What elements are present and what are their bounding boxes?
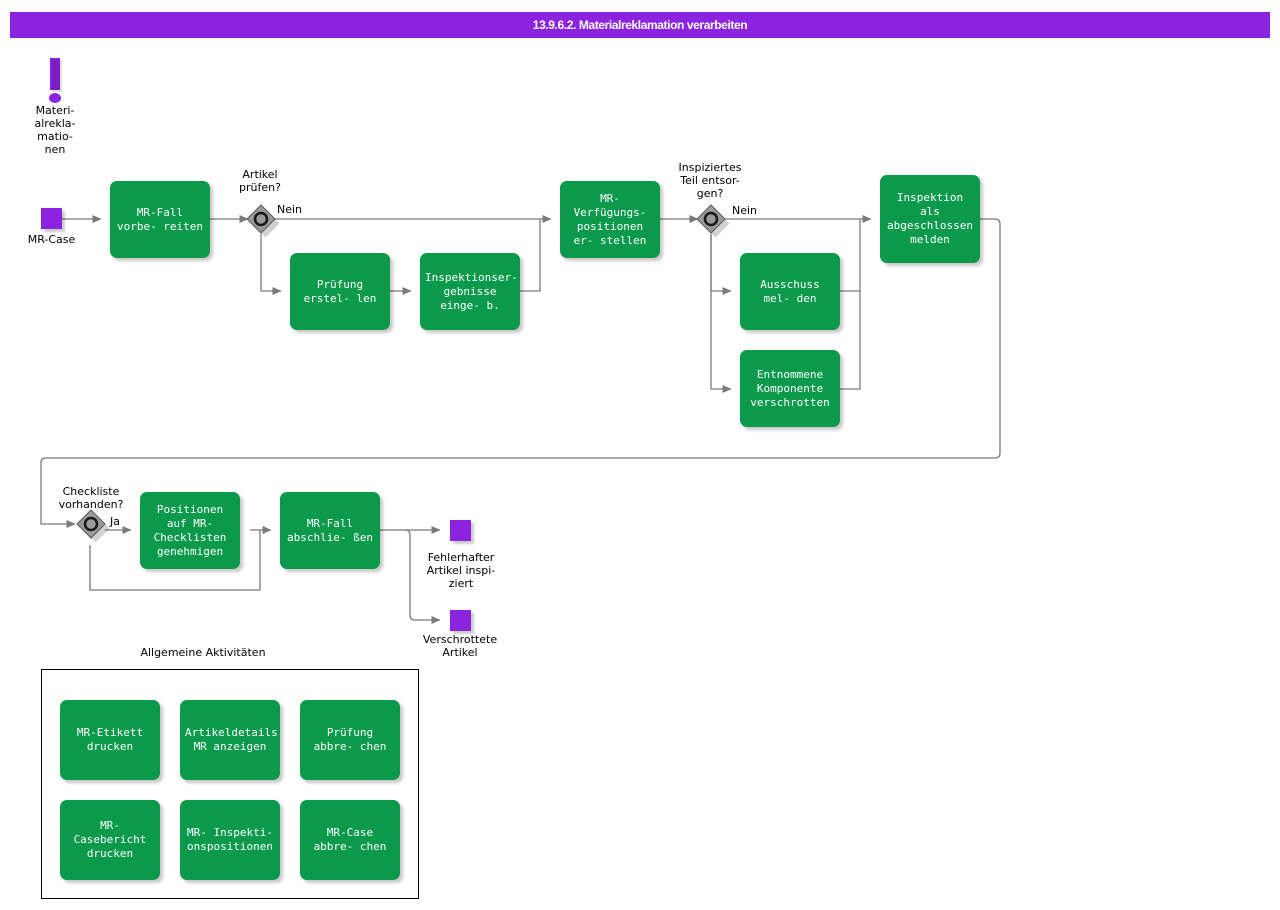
task-pruefung-abbrechen-label: Prüfung abbre- chen: [313, 726, 387, 753]
task-pruefung-abbrechen[interactable]: Prüfung abbre- chen: [300, 700, 400, 780]
data-object-verschrottete-artikel-label: Verschrottete Artikel: [422, 633, 498, 659]
task-mr-fall-vorbereiten-label: MR-Fall vorbe- reiten: [116, 205, 204, 233]
task-entnommene-komponente-verschrotten-label: Entnommene Komponente verschrotten: [750, 367, 830, 409]
gateway-checkliste-vorhanden-branch-label: Ja: [110, 515, 120, 528]
task-mr-fall-abschliessen[interactable]: MR-Fall abschlie- ßen: [280, 492, 380, 569]
task-inspektion-als-abgeschlossen-melden-label: Inspektion als abgeschlossen melden: [886, 191, 974, 246]
task-mr-fall-abschliessen-label: MR-Fall abschlie- ßen: [286, 516, 374, 544]
task-mr-case-abbrechen-label: MR-Case abbre- chen: [313, 826, 387, 853]
task-mr-casebericht-drucken-label: MR-Casebericht drucken: [73, 819, 147, 860]
group-box-allgemeine-aktivitaeten: [41, 669, 419, 899]
data-object-mr-case-label: MR-Case: [27, 233, 76, 246]
gateway-inspiziertes-teil-entsorgen-label: Inspiziertes Teil entsor- gen?: [678, 161, 742, 200]
start-event-label: Materi- alrekla- matio- nen: [34, 104, 76, 156]
page-title: 13.9.6.2. Materialreklamation verarbeite…: [10, 12, 1270, 38]
data-object-fehlerhafter-artikel-inspiziert-label: Fehlerhafter Artikel inspi- ziert: [426, 551, 496, 590]
gateway-artikel-pruefen[interactable]: [246, 204, 280, 238]
data-object-mr-case[interactable]: [41, 208, 62, 229]
task-mr-verfuegungspositionen-erstellen[interactable]: MR- Verfügungs- positionen er- stellen: [560, 181, 660, 258]
task-mr-inspektionspositionen[interactable]: MR- Inspekti- onspositionen: [180, 800, 280, 880]
task-inspektionsergebnisse-eingeben[interactable]: Inspektionser- gebnisse einge- b.: [420, 253, 520, 330]
gateway-artikel-pruefen-label: Artikel prüfen?: [239, 168, 281, 194]
gateway-checkliste-vorhanden-label: Checkliste vorhanden?: [58, 485, 124, 511]
task-inspektionsergebnisse-eingeben-label: Inspektionser- gebnisse einge- b.: [425, 270, 518, 312]
task-inspektion-als-abgeschlossen-melden[interactable]: Inspektion als abgeschlossen melden: [880, 175, 980, 263]
task-artikeldetails-mr-anzeigen[interactable]: Artikeldetails MR anzeigen: [180, 700, 280, 780]
data-object-verschrottete-artikel[interactable]: [450, 610, 471, 631]
task-ausschuss-melden[interactable]: Ausschuss mel- den: [740, 253, 840, 330]
gateway-artikel-pruefen-branch-label: Nein: [277, 203, 303, 216]
task-mr-casebericht-drucken[interactable]: MR-Casebericht drucken: [60, 800, 160, 880]
escalation-icon: [44, 58, 66, 106]
task-pruefung-erstellen-label: Prüfung erstel- len: [303, 277, 377, 305]
group-label: Allgemeine Aktivitäten: [140, 646, 266, 659]
gateway-inspiziertes-teil-entsorgen[interactable]: [696, 204, 730, 238]
task-ausschuss-melden-label: Ausschuss mel- den: [760, 277, 820, 305]
task-mr-etikett-drucken[interactable]: MR-Etikett drucken: [60, 700, 160, 780]
task-artikeldetails-mr-anzeigen-label: Artikeldetails MR anzeigen: [185, 726, 278, 753]
task-pruefung-erstellen[interactable]: Prüfung erstel- len: [290, 253, 390, 330]
task-mr-inspektionspositionen-label: MR- Inspekti- onspositionen: [186, 826, 274, 853]
task-entnommene-komponente-verschrotten[interactable]: Entnommene Komponente verschrotten: [740, 350, 840, 427]
task-positionen-auf-mr-checklisten-genehmigen[interactable]: Positionen auf MR-Checklisten genehmigen: [140, 492, 240, 569]
task-mr-etikett-drucken-label: MR-Etikett drucken: [76, 726, 144, 753]
task-mr-fall-vorbereiten[interactable]: MR-Fall vorbe- reiten: [110, 181, 210, 258]
task-mr-verfuegungspositionen-erstellen-label: MR- Verfügungs- positionen er- stellen: [573, 191, 647, 247]
data-object-fehlerhafter-artikel-inspiziert[interactable]: [450, 520, 471, 541]
gateway-inspiziertes-teil-entsorgen-branch-label: Nein: [732, 204, 758, 217]
task-mr-case-abbrechen[interactable]: MR-Case abbre- chen: [300, 800, 400, 880]
task-positionen-auf-mr-checklisten-genehmigen-label: Positionen auf MR-Checklisten genehmigen: [153, 502, 227, 558]
gateway-checkliste-vorhanden[interactable]: [76, 509, 110, 543]
